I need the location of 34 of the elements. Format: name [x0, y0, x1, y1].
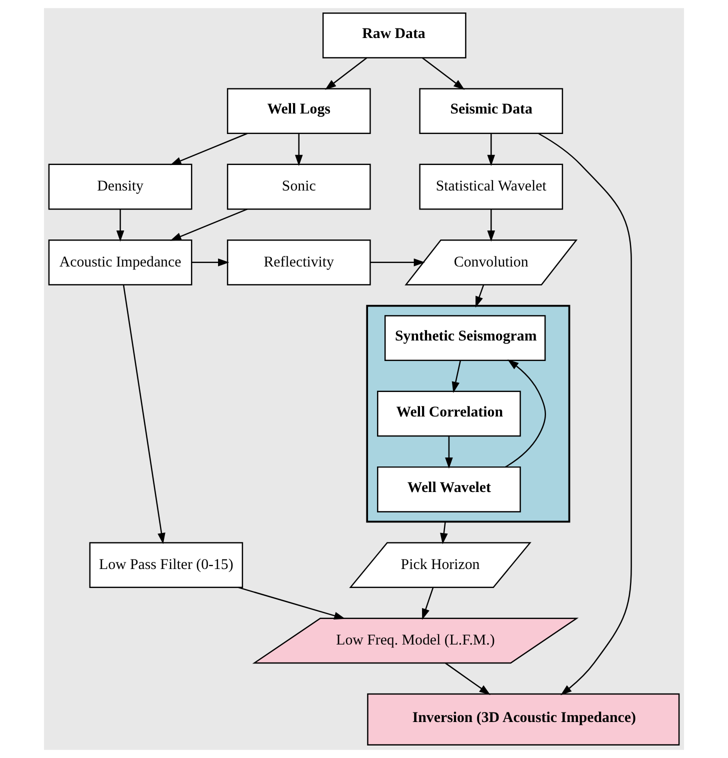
- arrow: [445, 436, 453, 469]
- arrow: [538, 133, 632, 696]
- arrow: [370, 258, 425, 266]
- arrow: [422, 587, 434, 620]
- arrow: [440, 522, 448, 544]
- node-box: Well Logs: [226, 88, 371, 134]
- arrow: [294, 134, 303, 166]
- arrow: [170, 208, 248, 241]
- node-box: Reflectivity: [226, 239, 371, 286]
- arrow: [116, 209, 124, 242]
- arrow: [445, 662, 490, 695]
- node-box: Acoustic Impedance: [48, 239, 192, 286]
- arrow: [324, 57, 368, 90]
- arrow: [170, 132, 248, 166]
- node-box: Statistical Wavelet: [419, 164, 564, 210]
- node-box: Sonic: [226, 164, 371, 210]
- arrow: [487, 134, 496, 166]
- arrow: [476, 284, 484, 308]
- node-box: Well Wavelet: [377, 466, 521, 512]
- node-box: Density: [48, 164, 192, 210]
- cluster: [366, 304, 570, 523]
- arrow: [487, 209, 496, 242]
- arrow: [422, 57, 465, 90]
- node-box: Seismic Data: [419, 88, 564, 134]
- node-box: Inversion (3D Acoustic Impedance): [367, 693, 680, 746]
- node-box: Low Pass Filter (0-15): [89, 542, 244, 588]
- arrow: [505, 360, 546, 468]
- arrow: [452, 360, 462, 393]
- arrow: [122, 284, 166, 544]
- arrow: [192, 258, 230, 266]
- node-box: Well Correlation: [377, 390, 521, 437]
- node-box: Raw Data: [322, 12, 466, 58]
- arrow: [238, 586, 346, 620]
- node-box: Synthetic Seismogram: [384, 315, 546, 362]
